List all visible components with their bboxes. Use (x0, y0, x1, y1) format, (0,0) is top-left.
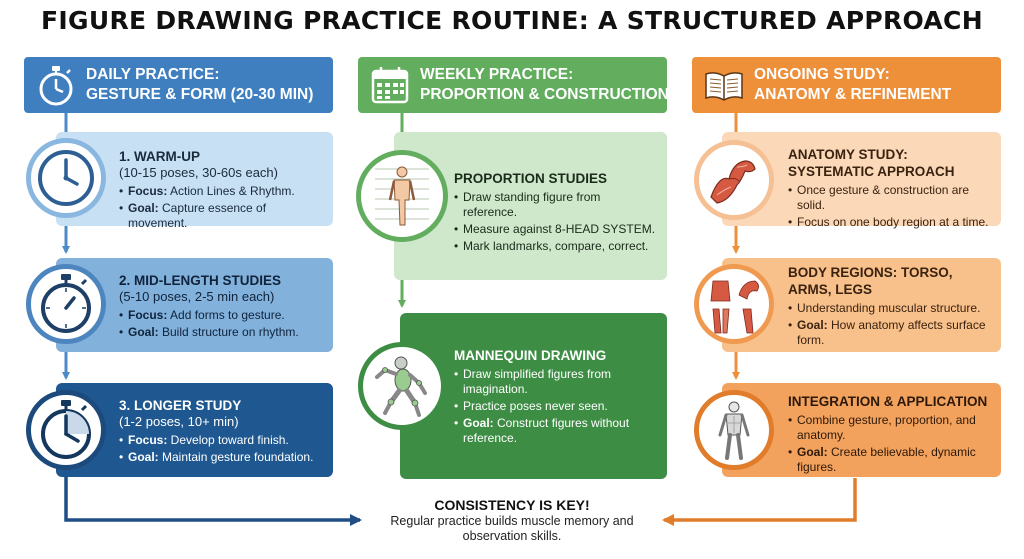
bullet: Focus: Develop toward finish. (119, 433, 323, 448)
bullet: Measure against 8-HEAD SYSTEM. (454, 222, 657, 237)
open-book-icon (705, 72, 743, 101)
bullet: Goal: How anatomy affects surface form. (788, 318, 991, 348)
bullet: Once gesture & construction are solid. (788, 183, 991, 213)
footer-title: CONSISTENCY IS KEY! (434, 497, 590, 513)
warm-up-card: 1. WARM-UP (10-15 poses, 30-60s each) Fo… (56, 132, 333, 230)
body-regions-icon (694, 264, 774, 344)
header-line-1: ONGOING STUDY: (754, 66, 890, 83)
bullet: Goal: Construct figures without referenc… (454, 416, 657, 446)
card-title: 1. WARM-UP (119, 149, 200, 164)
weekly-practice-header: WEEKLY PRACTICE: PROPORTION & CONSTRUCTI… (358, 57, 669, 113)
card-subtitle: (10-15 poses, 30-60s each) (119, 165, 278, 180)
bullet: Goal: Create believable, dynamic figures… (788, 445, 991, 475)
bullet: Draw simplified figures from imagination… (454, 367, 657, 397)
bullet: Mark landmarks, compare, correct. (454, 239, 657, 254)
bullet: Draw standing figure from reference. (454, 190, 657, 220)
card-title: ANATOMY STUDY: SYSTEMATIC APPROACH (788, 147, 955, 179)
calendar-icon (371, 67, 409, 104)
card-title: 3. LONGER STUDY (119, 398, 242, 413)
card-title: 2. MID-LENGTH STUDIES (119, 273, 282, 288)
page-title: FIGURE DRAWING PRACTICE ROUTINE: A STRUC… (41, 6, 983, 35)
bullet: Focus: Action Lines & Rhythm. (119, 184, 323, 199)
stopwatch-icon (39, 66, 73, 106)
bullet: Goal: Maintain gesture foundation. (119, 450, 323, 465)
bullet: Goal: Build structure on rhythm. (119, 325, 323, 340)
bullet: Understanding muscular structure. (788, 301, 991, 316)
stopwatch-icon (26, 264, 106, 344)
standing-figure-icon (356, 150, 448, 242)
card-title: BODY REGIONS: TORSO, ARMS, LEGS (788, 265, 953, 297)
footer-subtitle: Regular practice builds muscle memory an… (390, 514, 634, 543)
stopwatch-icon (26, 390, 106, 470)
bullet: Focus: Add forms to gesture. (119, 308, 323, 323)
bullet: Focus on one body region at a time. (788, 215, 991, 230)
muscle-arm-icon (694, 140, 774, 220)
card-title: PROPORTION STUDIES (454, 171, 608, 186)
header-line-2: GESTURE & FORM (20-30 MIN) (86, 86, 314, 103)
bullet: Goal: Capture essence of movement. (119, 201, 323, 231)
bullet: Combine gesture, proportion, and anatomy… (788, 413, 991, 443)
daily-practice-header: DAILY PRACTICE: GESTURE & FORM (20-30 MI… (24, 57, 333, 113)
card-subtitle: (5-10 poses, 2-5 min each) (119, 289, 275, 304)
header-line-1: DAILY PRACTICE: (86, 66, 220, 83)
clock-icon (26, 138, 106, 218)
ongoing-study-header: ONGOING STUDY: ANATOMY & REFINEMENT (692, 57, 1001, 113)
anatomy-study-card: ANATOMY STUDY: SYSTEMATIC APPROACH Once … (722, 132, 1001, 230)
card-title: MANNEQUIN DRAWING (454, 348, 607, 363)
header-line-2: PROPORTION & CONSTRUCTION (420, 86, 669, 103)
bullet: Practice poses never seen. (454, 399, 657, 414)
card-subtitle: (1-2 poses, 10+ min) (119, 414, 239, 429)
mannequin-icon (358, 342, 446, 430)
card-title: INTEGRATION & APPLICATION (788, 394, 988, 409)
footer-message: CONSISTENCY IS KEY! Regular practice bui… (362, 497, 662, 544)
header-line-2: ANATOMY & REFINEMENT (754, 86, 952, 103)
anatomy-figure-icon (694, 390, 774, 470)
header-line-1: WEEKLY PRACTICE: (420, 66, 574, 83)
